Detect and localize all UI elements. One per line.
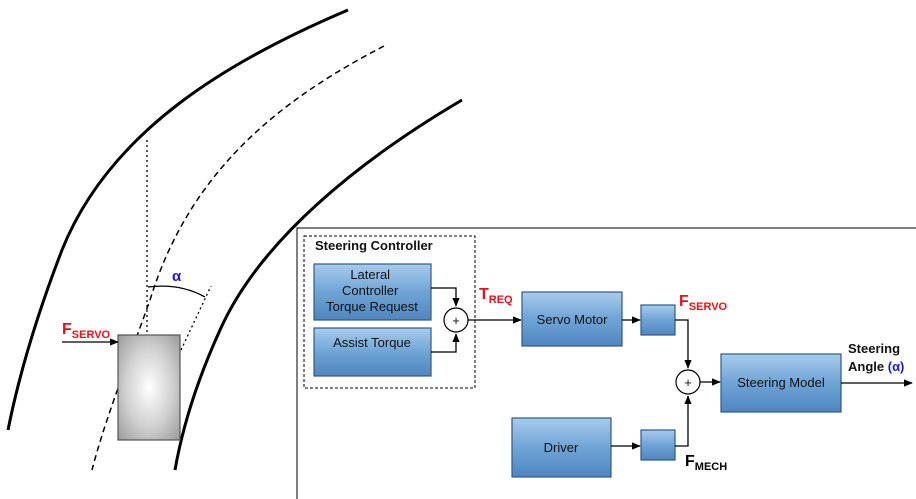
servo-motor-block — [521, 291, 623, 347]
assist-torque-label: Assist Torque — [333, 335, 411, 350]
block-diagram: Steering Controller Lateral Controller T… — [296, 227, 916, 499]
output-label: Steering Angle (α) — [848, 341, 904, 374]
fmech-label: FMECH — [685, 453, 727, 473]
driver-gain-block — [640, 429, 676, 461]
fservo-label: FSERVO — [679, 293, 728, 313]
wire-lateral-to-sum — [431, 287, 460, 307]
servo-gain-block — [640, 304, 676, 336]
servo-motor-label: Servo Motor — [537, 312, 608, 327]
summing-junction-2-symbol: + — [684, 375, 692, 390]
vehicle — [117, 334, 181, 441]
lateral-controller-block — [313, 263, 432, 321]
road-scene: α FSERVO — [6, 8, 463, 471]
steering-angle-symbol: α — [172, 268, 182, 285]
wire-assist-to-sum — [431, 333, 460, 353]
wheel-direction-line — [180, 285, 212, 351]
wire-fmech — [675, 395, 692, 447]
road-outer-edge — [6, 8, 349, 431]
output-label-angle: Angle — [848, 359, 888, 374]
summing-junction-1-symbol: + — [452, 313, 460, 328]
steering-model-label: Steering Model — [737, 375, 825, 390]
lateral-controller-label: Lateral Controller Torque Request — [326, 267, 418, 314]
road-inner-edge — [173, 98, 463, 471]
steering-controller-box — [303, 235, 476, 389]
steering-controller-title: Steering Controller — [315, 238, 433, 253]
driver-label: Driver — [544, 440, 579, 455]
road-center-line — [91, 45, 385, 471]
treq-label: TREQ — [479, 286, 513, 306]
driver-block — [511, 417, 612, 478]
steering-angle-arc — [147, 285, 206, 298]
wire-fservo — [675, 319, 692, 369]
block-diagram-frame — [296, 227, 916, 499]
assist-torque-block — [313, 327, 432, 377]
force-servo-label: FSERVO — [62, 321, 111, 341]
steering-model-block — [720, 353, 842, 413]
output-angle-symbol: (α) — [888, 359, 905, 374]
